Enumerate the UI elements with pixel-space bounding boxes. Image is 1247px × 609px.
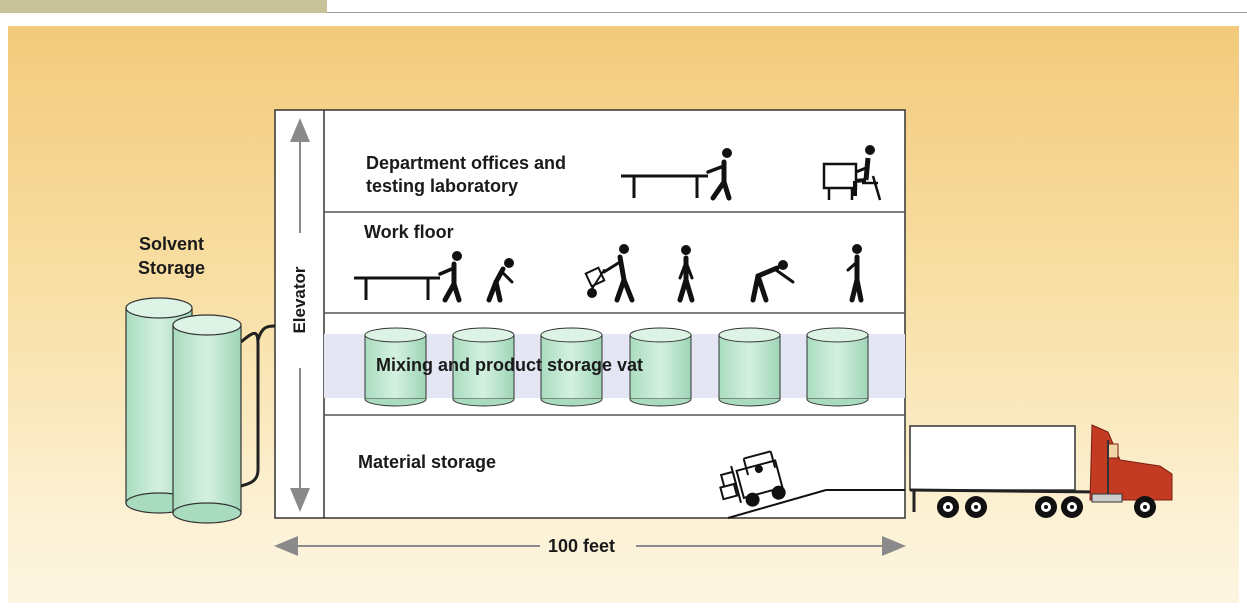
vats [364,327,869,407]
vat [718,327,781,407]
worker-icon [438,251,462,303]
vat [629,327,692,407]
workfloor-table [354,276,440,300]
standing-worker-icon [846,244,864,303]
hand-truck-worker-icon [584,244,635,303]
walking-worker-icon [677,245,695,303]
dimension-label: 100 feet [548,536,616,556]
solvent-label-line2: Storage [138,258,206,278]
work-floor-label: Work floor [364,222,454,242]
header-tab-strip [0,0,327,13]
offices-label-line1: Department offices and [366,153,567,173]
offices-label: Department offices and testing laborator… [366,152,566,198]
solvent-tanks [125,297,276,524]
desk-worker-icon [822,145,882,201]
forklift-icon [719,450,905,519]
solvent-storage-label: Solvent Storage [138,232,205,280]
bending-worker-icon [486,258,514,303]
vat [364,327,427,407]
vat [806,327,869,407]
truck-icon [909,424,1173,518]
material-storage-label: Material storage [358,452,497,472]
vat [540,327,603,407]
office-table [621,174,708,198]
offices-label-line2: testing laboratory [366,176,519,196]
reaching-worker-icon [750,260,795,303]
elevator-label: Elevator [290,266,309,334]
worker-icon [706,148,732,201]
header-rule [327,12,1247,13]
vat [452,327,515,407]
mixing-label: Mixing and product storage vat [376,355,644,375]
solvent-label-line1: Solvent [139,234,205,254]
